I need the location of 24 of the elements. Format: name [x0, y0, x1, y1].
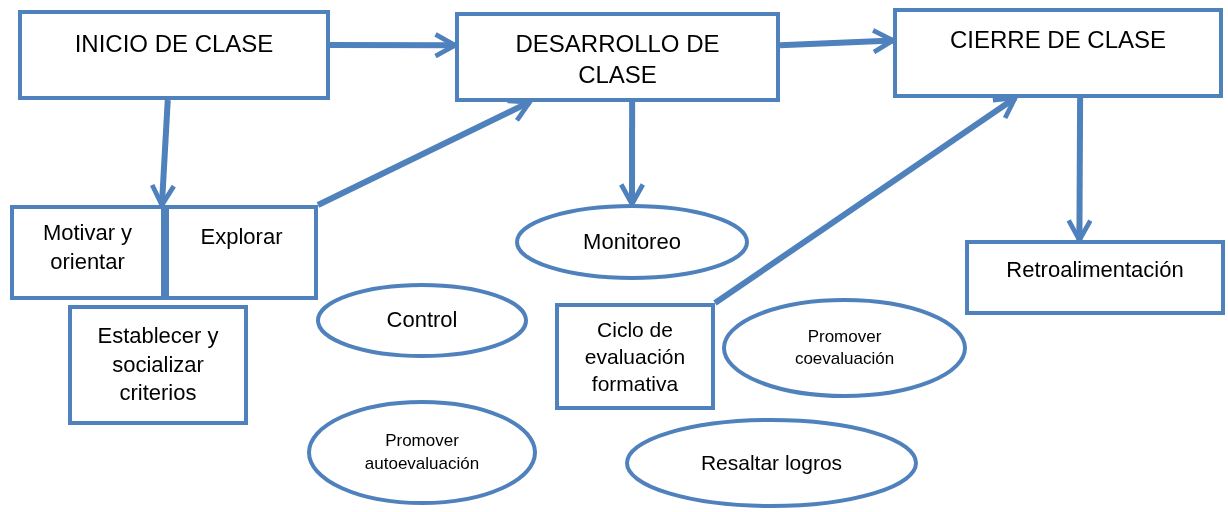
process-box	[68, 305, 248, 425]
node-label: Promover autoevaluación	[363, 430, 481, 475]
node-label: Establecer y socializar criterios	[96, 322, 220, 408]
process-box	[965, 240, 1225, 315]
node-label: Retroalimentación	[1006, 256, 1184, 284]
node-label: Ciclo de evaluación formativa	[583, 316, 687, 398]
process-box	[455, 12, 780, 102]
process-box	[555, 303, 715, 410]
process-box	[893, 8, 1223, 98]
process-box	[165, 205, 318, 300]
node-label: Explorar	[200, 223, 283, 251]
node-label: Promover coevaluación	[793, 325, 896, 370]
node-label: Resaltar logros	[700, 450, 843, 477]
node-label: Control	[386, 306, 458, 335]
process-box	[10, 205, 165, 300]
node-label: Monitoreo	[583, 227, 681, 256]
arrow	[149, 99, 177, 208]
arrow	[1066, 98, 1093, 243]
arrow	[618, 102, 646, 207]
node-label: DESARROLLO DE CLASE	[514, 29, 721, 91]
node-label: INICIO DE CLASE	[74, 29, 274, 59]
node-label: CIERRE DE CLASE	[949, 25, 1167, 55]
node-label: Motivar y orientar	[41, 219, 134, 276]
process-box	[18, 10, 330, 100]
